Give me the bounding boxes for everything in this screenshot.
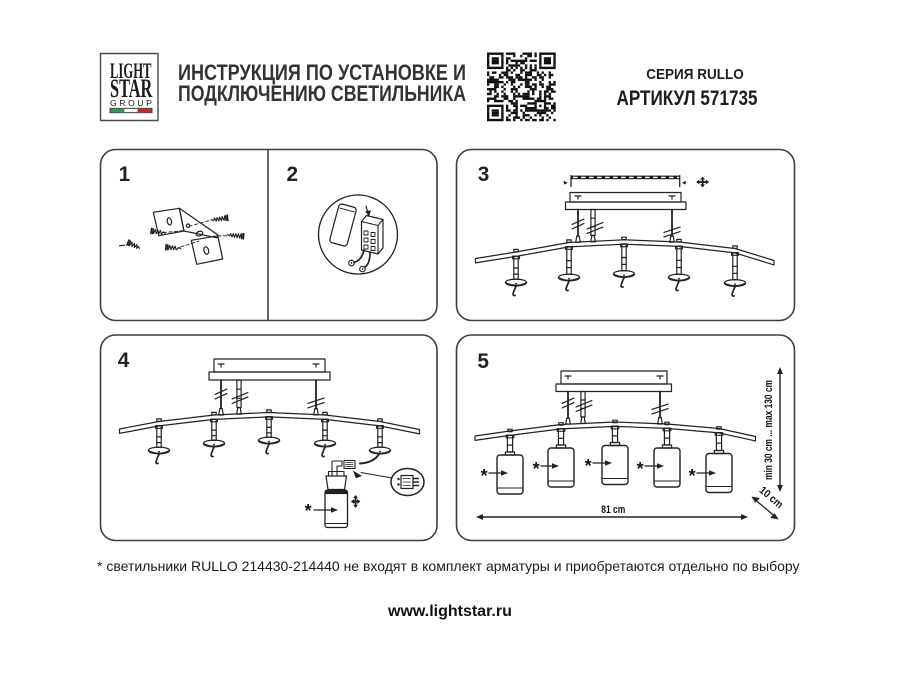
svg-text:*: *	[533, 459, 540, 479]
svg-text:*: *	[689, 466, 696, 486]
svg-text:*: *	[481, 466, 488, 486]
svg-text:*: *	[637, 459, 644, 479]
svg-text:*: *	[305, 501, 312, 521]
svg-text:*: *	[585, 456, 592, 476]
svg-text:min 30 cm ... max 130 cm: min 30 cm ... max 130 cm	[763, 380, 775, 480]
svg-text:81 cm: 81 cm	[601, 504, 625, 516]
